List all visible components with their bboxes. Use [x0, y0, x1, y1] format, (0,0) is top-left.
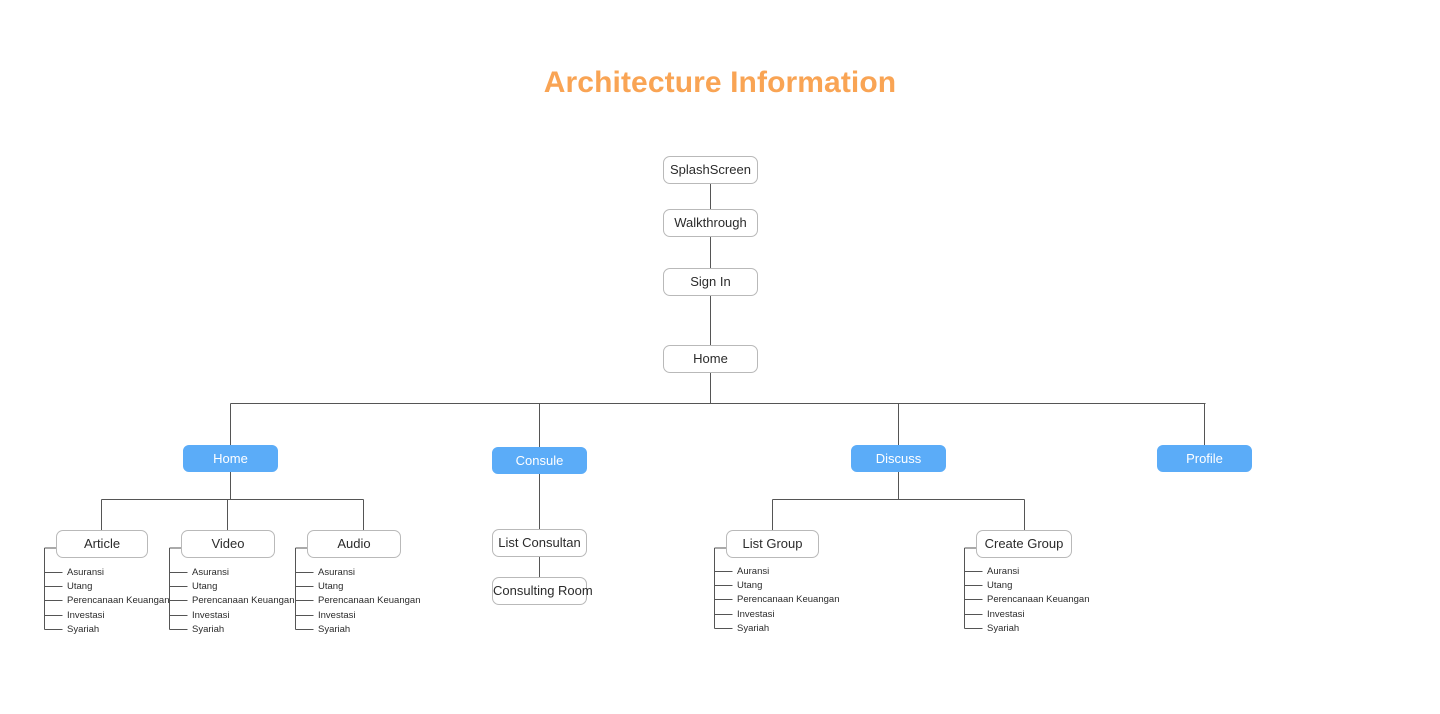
list-item: Asuransi [67, 567, 104, 578]
tab-consule[interactable]: Consule [492, 447, 587, 474]
list-item: Syariah [318, 624, 351, 635]
tab-home[interactable]: Home [183, 445, 278, 472]
node-article[interactable]: Article [56, 530, 148, 558]
list-item: Syariah [987, 623, 1020, 634]
list-item: Syariah [67, 624, 100, 635]
list-item: Utang [67, 581, 93, 592]
list-item: Utang [987, 580, 1013, 591]
list-item: Investasi [318, 610, 356, 621]
list-item: Asuransi [192, 567, 229, 578]
list-item: Perencanaan Keuangan [318, 595, 421, 606]
list-item: Investasi [192, 610, 230, 621]
node-walkthrough[interactable]: Walkthrough [663, 209, 758, 237]
page-title: Architecture Information [543, 66, 897, 99]
list-item: Investasi [737, 609, 775, 620]
list-item: Utang [192, 581, 218, 592]
list-item: Perencanaan Keuangan [987, 594, 1090, 605]
node-consulting-room[interactable]: Consulting Room [492, 577, 593, 605]
list-item: Auransi [737, 566, 770, 577]
list-item: Auransi [987, 566, 1020, 577]
list-item: Asuransi [318, 567, 355, 578]
node-video[interactable]: Video [181, 530, 275, 558]
list-item: Syariah [737, 623, 770, 634]
list-item: Utang [318, 581, 344, 592]
tab-discuss[interactable]: Discuss [851, 445, 946, 472]
node-list-group[interactable]: List Group [726, 530, 819, 558]
list-item: Perencanaan Keuangan [737, 594, 840, 605]
node-audio[interactable]: Audio [307, 530, 401, 558]
node-home-root[interactable]: Home [663, 345, 758, 373]
list-item: Perencanaan Keuangan [67, 595, 170, 606]
tab-profile[interactable]: Profile [1157, 445, 1252, 472]
list-item: Perencanaan Keuangan [192, 595, 295, 606]
node-list-consultan[interactable]: List Consultan [492, 529, 587, 557]
list-item: Investasi [67, 610, 105, 621]
node-create-group[interactable]: Create Group [976, 530, 1072, 558]
node-splashscreen[interactable]: SplashScreen [663, 156, 758, 184]
list-item: Utang [737, 580, 763, 591]
list-item: Investasi [987, 609, 1025, 620]
list-item: Syariah [192, 624, 225, 635]
node-signin[interactable]: Sign In [663, 268, 758, 296]
